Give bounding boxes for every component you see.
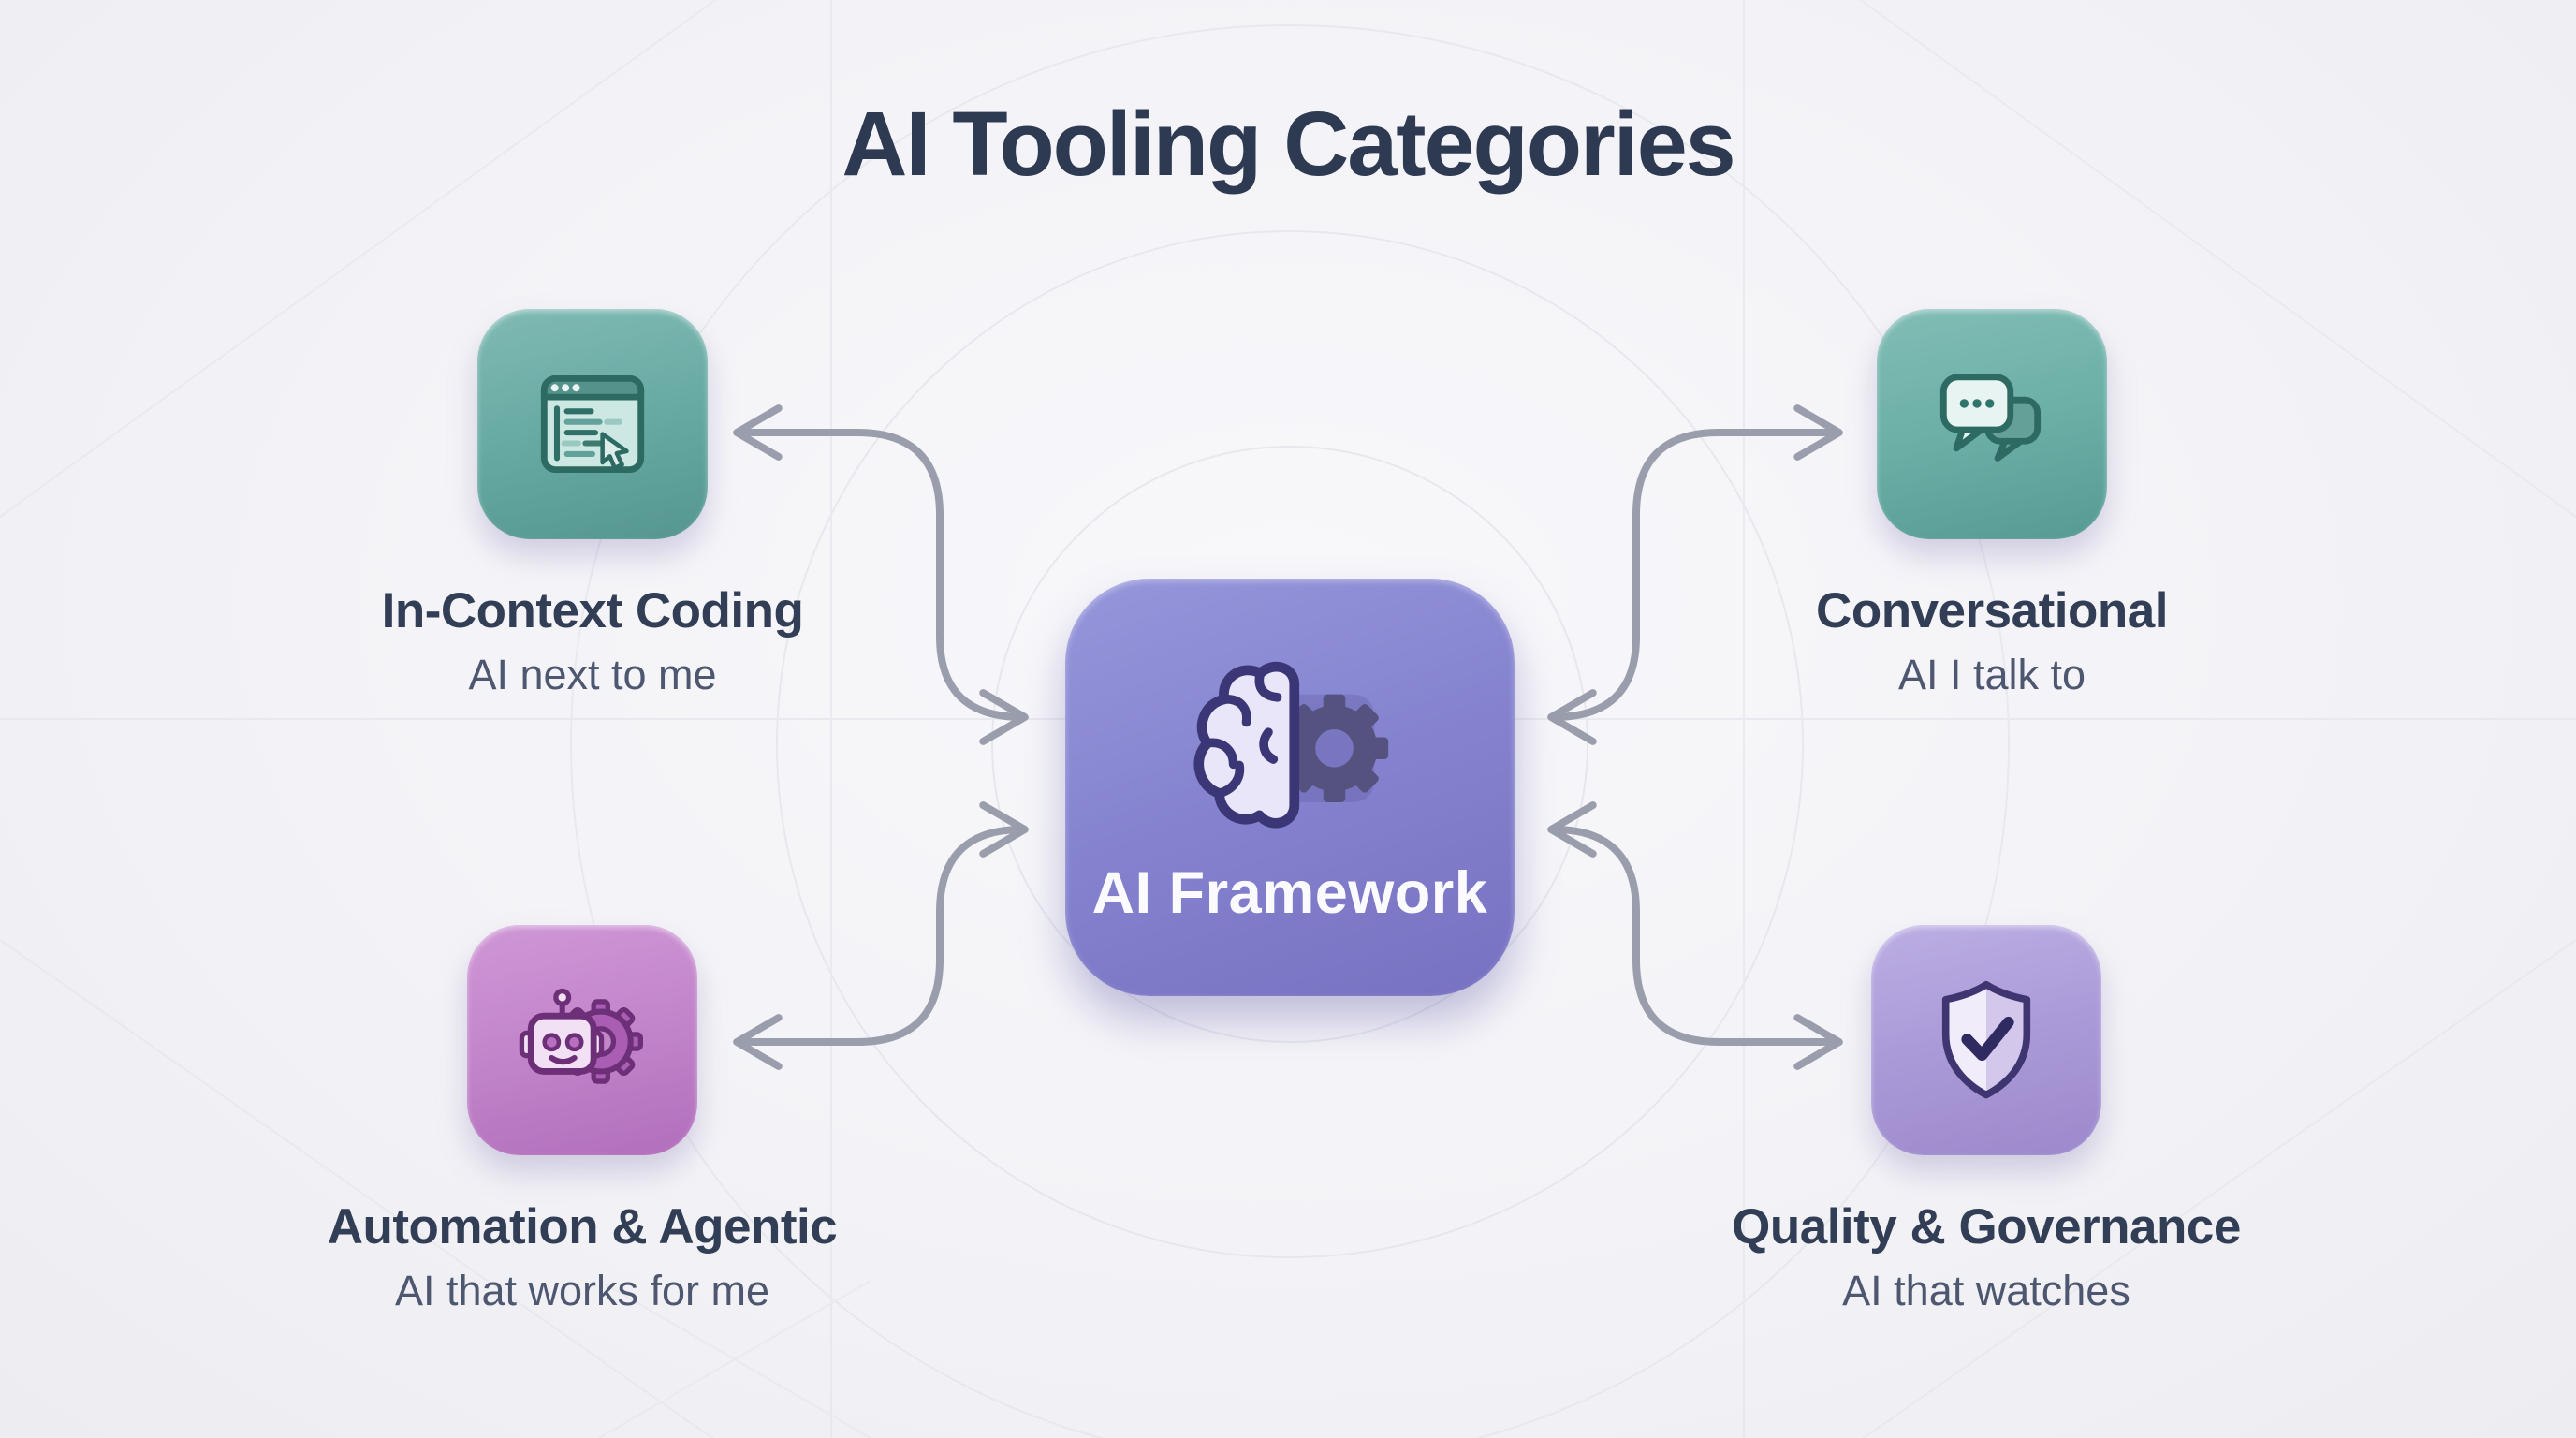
brain-gear-icon bbox=[1193, 661, 1388, 829]
center-label: AI Framework bbox=[1091, 860, 1488, 926]
ai-framework-box: AI Framework bbox=[1065, 579, 1515, 996]
code-window-icon bbox=[540, 374, 645, 474]
shield-check-icon bbox=[1941, 980, 2031, 1099]
automation-agentic-tile bbox=[467, 925, 697, 1155]
node-label: Quality & Governance bbox=[1732, 1199, 2241, 1255]
in-context-coding-tile bbox=[477, 309, 708, 539]
node-automation-agentic: Automation & Agentic AI that works for m… bbox=[222, 925, 943, 1315]
node-quality-governance: Quality & Governance AI that watches bbox=[1626, 925, 2347, 1315]
node-label: In-Context Coding bbox=[381, 583, 804, 638]
node-label: Conversational bbox=[1816, 583, 2168, 638]
quality-governance-tile bbox=[1871, 925, 2101, 1155]
node-subtitle: AI I talk to bbox=[1897, 651, 2086, 698]
node-subtitle: AI that watches bbox=[1842, 1267, 2130, 1314]
chat-bubbles-icon bbox=[1939, 374, 2042, 462]
robot-gear-icon bbox=[519, 988, 643, 1084]
node-in-context-coding: In-Context Coding AI next to me bbox=[232, 309, 953, 699]
node-label: Automation & Agentic bbox=[327, 1199, 838, 1255]
node-conversational: Conversational AI I talk to bbox=[1632, 309, 2352, 699]
node-subtitle: AI next to me bbox=[468, 651, 717, 698]
conversational-tile bbox=[1877, 309, 2107, 539]
page-title: AI Tooling Categories bbox=[842, 93, 1735, 195]
node-subtitle: AI that works for me bbox=[394, 1267, 770, 1314]
